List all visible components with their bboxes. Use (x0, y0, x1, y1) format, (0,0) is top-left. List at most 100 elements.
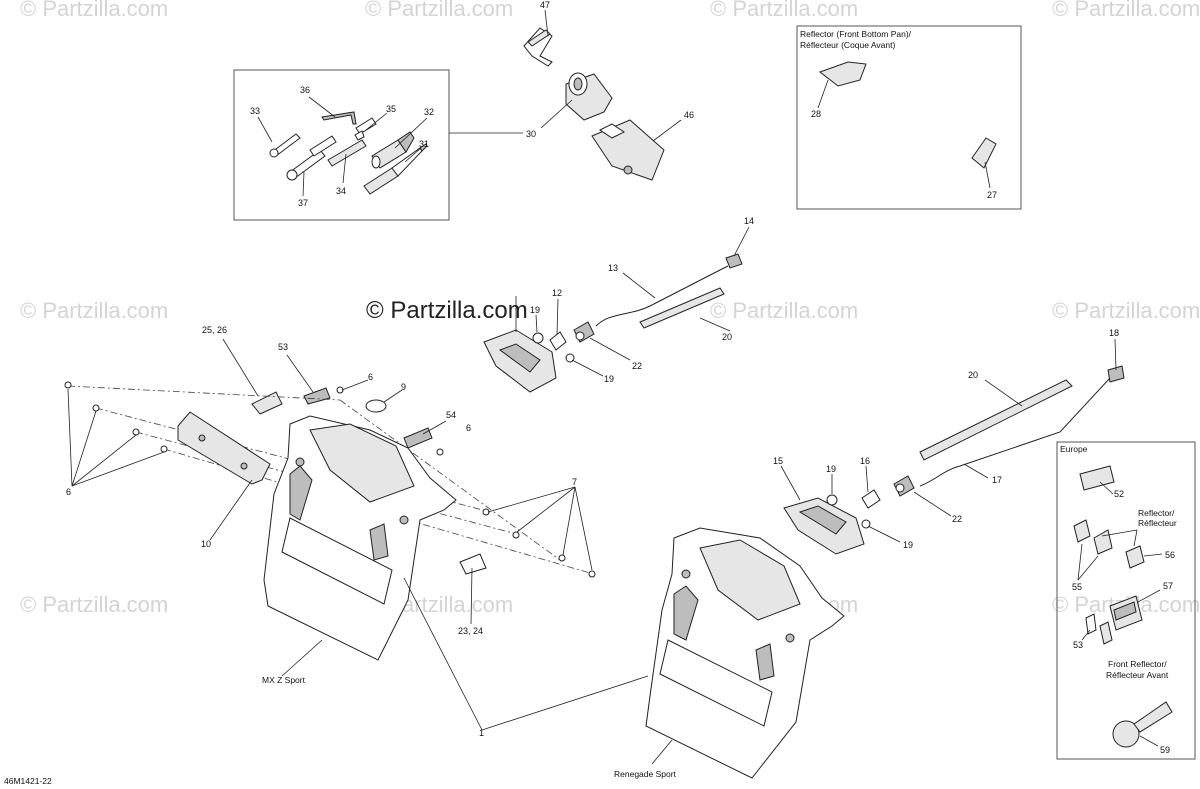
reflector-56-icon (1125, 545, 1145, 569)
decal-53-icon (303, 387, 331, 405)
callout-31: 31 (419, 139, 429, 149)
europe-front-reflector-line2: Réflecteur Avant (1106, 670, 1169, 680)
callout-23-24: 23, 24 (458, 626, 483, 636)
harness-17-icon (919, 365, 1125, 487)
inset-title-line2: Réflecteur (Coque Avant) (800, 40, 895, 50)
wrench-33-icon (269, 133, 301, 158)
reflector-28-icon (818, 61, 867, 87)
europe-reflector-line2: Réflecteur (1138, 518, 1177, 528)
europe-inset-box: Europe Reflector/ Réflecteur Front Refle… (1056, 441, 1196, 760)
callout-32: 32 (424, 107, 434, 117)
callout-54: 54 (446, 410, 456, 420)
callout-55: 55 (1072, 582, 1082, 592)
europe-front-reflector-line1: Front Reflector/ (1108, 659, 1167, 669)
watermarks: © Partzilla.com © Partzilla.com © Partzi… (20, 0, 1200, 617)
watermark: © Partzilla.com (1052, 298, 1200, 323)
callout-30: 30 (526, 129, 536, 139)
strap-47-icon (523, 27, 553, 67)
europe-inset-title: Europe (1060, 444, 1088, 454)
tool-kit-box (233, 69, 450, 221)
callout-28: 28 (811, 109, 821, 119)
front-panel-mxz-sport-icon (263, 415, 457, 661)
socket-32-icon (371, 131, 415, 169)
callout-37: 37 (298, 198, 308, 208)
variant-label-mxz-sport: MX Z Sport (262, 675, 306, 685)
callout-1: 1 (479, 728, 484, 738)
bulb-19-left-icon (532, 332, 544, 344)
watermark-main: © Partzilla.com (366, 297, 528, 324)
reflector-55a-icon (1073, 519, 1091, 543)
callout-36: 36 (300, 85, 310, 95)
watermark: © Partzilla.com (1052, 0, 1200, 21)
callout-15: 15 (773, 456, 783, 466)
socket-22-right-icon (893, 475, 915, 497)
callout-27: 27 (987, 190, 997, 200)
callout-9: 9 (401, 382, 406, 392)
tape-20-icon (639, 287, 725, 329)
screwdriver-31-icon (363, 143, 428, 195)
watermark: © Partzilla.com (20, 592, 168, 617)
bulb-19-right-icon (826, 494, 838, 506)
callout-17: 17 (992, 475, 1002, 485)
tool-box-46-icon (591, 119, 665, 181)
bulb-12-icon (549, 331, 567, 351)
callout-19d: 19 (903, 540, 913, 550)
bulb-16-icon (861, 489, 881, 509)
callout-56: 56 (1165, 550, 1175, 560)
front-panel-renegade-sport-icon (645, 527, 845, 779)
allen-key-36-icon (321, 111, 357, 125)
tape-20-right-icon (919, 379, 1073, 461)
rivet-7-icons (482, 508, 596, 578)
decal-23-24-icon (459, 553, 487, 575)
callout-34: 34 (336, 186, 346, 196)
callout-22b: 22 (952, 514, 962, 524)
callout-10: 10 (201, 539, 211, 549)
variant-label-renegade-sport: Renegade Sport (614, 769, 677, 779)
callout-47: 47 (540, 0, 550, 10)
harness-13-icon (595, 253, 743, 327)
callout-25-26: 25, 26 (202, 325, 227, 335)
callout-57: 57 (1163, 581, 1173, 591)
watermark: © Partzilla.com (20, 298, 168, 323)
mirror-59-icon (1112, 701, 1173, 748)
diagram-id: 46M1421-22 (4, 776, 52, 786)
tool-bag-30-icon (565, 72, 613, 121)
watermark: © Partzilla.com (710, 298, 858, 323)
callout-35: 35 (386, 104, 396, 114)
callout-52: 52 (1114, 489, 1124, 499)
callout-19b: 19 (604, 374, 614, 384)
reflector-52-icon (1079, 465, 1115, 491)
socket-22-left-icon (573, 321, 595, 343)
callout-12: 12 (552, 288, 562, 298)
europe-reflector-line1: Reflector/ (1138, 508, 1175, 518)
reflector-53b-europe-icon (1099, 621, 1113, 645)
wrench-37-icon (286, 135, 337, 181)
reflector-front-bottom-pan-box: Reflector (Front Bottom Pan)/ Réflecteur… (796, 25, 1022, 210)
lamp-housing-left-icon (483, 329, 557, 393)
callout-20b: 20 (968, 370, 978, 380)
callout-53b: 53 (1073, 640, 1083, 650)
watermark: © Partzilla.com (710, 0, 858, 21)
callout-18: 18 (1109, 328, 1119, 338)
callout-6a: 6 (368, 372, 373, 382)
callout-19a: 19 (530, 305, 540, 315)
callout-33: 33 (250, 106, 260, 116)
callout-20a: 20 (722, 332, 732, 342)
callouts: 47 36 33 35 32 31 34 37 30 46 28 27 14 1… (66, 0, 1175, 755)
callout-14: 14 (744, 216, 754, 226)
reflector-25-26-icon (251, 391, 283, 415)
strap-34-icon (327, 139, 367, 167)
watermark: © Partzilla.com (20, 0, 168, 21)
callout-16: 16 (860, 456, 870, 466)
reflector-53-europe-icon (1085, 613, 1097, 635)
lamp-housing-right-icon (783, 497, 865, 555)
callout-13: 13 (608, 263, 618, 273)
reflector-27-icon (971, 137, 997, 169)
callout-6b: 6 (466, 423, 471, 433)
screw-6-icons (64, 381, 444, 456)
callout-7: 7 (572, 477, 577, 487)
callout-46: 46 (684, 110, 694, 120)
reflector-55b-icon (1093, 529, 1113, 555)
spark-plug-tool-35-icon (354, 117, 377, 141)
callout-22a: 22 (632, 361, 642, 371)
